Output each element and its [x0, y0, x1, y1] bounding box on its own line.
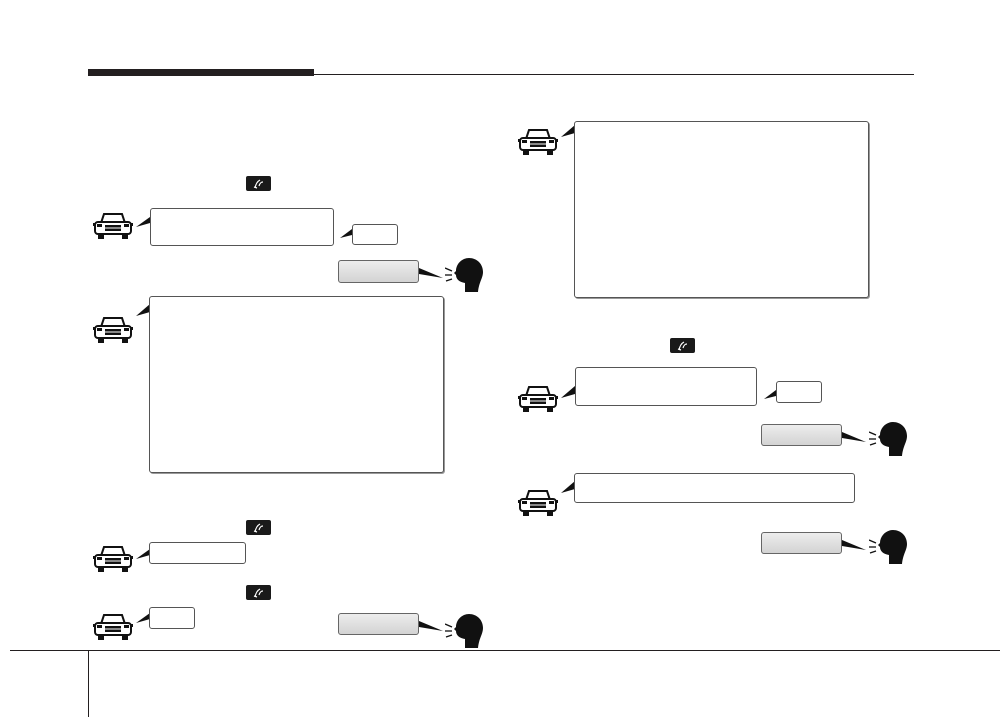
speaking-head-icon — [869, 529, 908, 565]
bubble-tail — [561, 125, 575, 137]
bubble-tail — [764, 390, 776, 399]
car-front-icon — [517, 490, 559, 517]
user-command-bubble — [761, 532, 842, 554]
header-rule — [314, 74, 914, 75]
bubble-tail — [842, 432, 866, 442]
bubble-tail — [136, 549, 150, 559]
bubble-tail — [136, 613, 150, 623]
car-front-icon — [92, 614, 134, 641]
bubble-tail — [842, 540, 866, 550]
talk-button-icon — [246, 520, 271, 535]
system-prompt-bubble — [149, 542, 246, 564]
footer-divider — [88, 650, 89, 717]
system-prompt-bubble — [575, 367, 757, 406]
talk-button-icon — [246, 585, 271, 600]
car-front-icon — [92, 546, 134, 573]
beep-bubble — [776, 381, 822, 403]
footer-rule — [10, 650, 1000, 651]
user-command-bubble — [761, 424, 842, 446]
bubble-tail — [136, 217, 150, 227]
bubble-tail — [561, 386, 575, 398]
car-front-icon — [92, 317, 134, 344]
user-command-bubble — [338, 260, 419, 283]
beep-bubble — [149, 607, 195, 629]
bubble-tail — [340, 229, 352, 238]
bubble-tail — [419, 268, 443, 278]
header-bar-thick — [88, 69, 314, 76]
bubble-tail — [419, 621, 443, 631]
speaking-head-icon — [869, 421, 908, 457]
system-response-bubble — [149, 296, 444, 473]
car-front-icon — [517, 129, 559, 156]
system-response-bubble — [574, 121, 869, 298]
talk-button-icon — [246, 176, 271, 191]
system-response-bubble — [574, 473, 855, 503]
car-front-icon — [92, 213, 134, 240]
user-command-bubble — [338, 613, 419, 635]
speaking-head-icon — [445, 613, 484, 649]
bubble-tail — [561, 481, 575, 493]
bubble-tail — [136, 304, 150, 316]
system-prompt-bubble — [150, 208, 334, 246]
beep-bubble — [352, 224, 398, 245]
speaking-head-icon — [445, 257, 484, 293]
talk-button-icon — [670, 338, 695, 353]
car-front-icon — [517, 386, 559, 413]
